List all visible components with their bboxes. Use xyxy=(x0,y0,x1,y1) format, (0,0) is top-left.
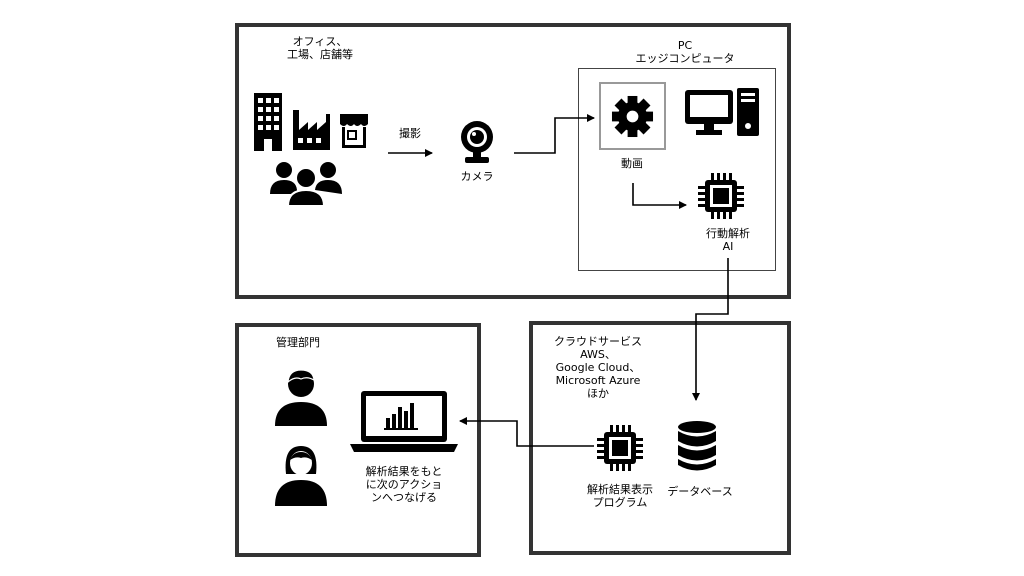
capture-label: 撮影 xyxy=(399,127,421,140)
database-label: データベース xyxy=(667,485,733,498)
pc-label: PC エッジコンピュータ xyxy=(635,39,735,65)
building-icon xyxy=(254,93,282,151)
chip-icon xyxy=(698,173,744,219)
store-icon xyxy=(340,114,368,148)
gear-icon xyxy=(611,95,654,138)
database-icon xyxy=(678,421,716,471)
woman-avatar-icon xyxy=(275,446,327,506)
ai-label: 行動解析 AI xyxy=(706,227,750,253)
camera-label: カメラ xyxy=(460,170,494,183)
factory-icon xyxy=(293,110,330,150)
people-group-icon xyxy=(270,162,342,206)
cloud-title: クラウドサービス AWS、 Google Cloud、 Microsoft Az… xyxy=(554,335,642,400)
video-label: 動画 xyxy=(621,157,643,170)
monitor-icon xyxy=(685,90,733,135)
chip-icon xyxy=(597,425,643,471)
management-title: 管理部門 xyxy=(276,336,320,349)
man-avatar-icon xyxy=(275,369,327,426)
laptop-chart-icon xyxy=(350,391,458,452)
webcam-icon xyxy=(461,121,493,163)
result-label: 解析結果をもと に次のアクショ ンへつなげる xyxy=(365,465,443,504)
pc-tower-icon xyxy=(737,88,759,136)
program-label: 解析結果表示 プログラム xyxy=(587,483,653,509)
source-label: オフィス、 工場、店舗等 xyxy=(287,35,353,61)
